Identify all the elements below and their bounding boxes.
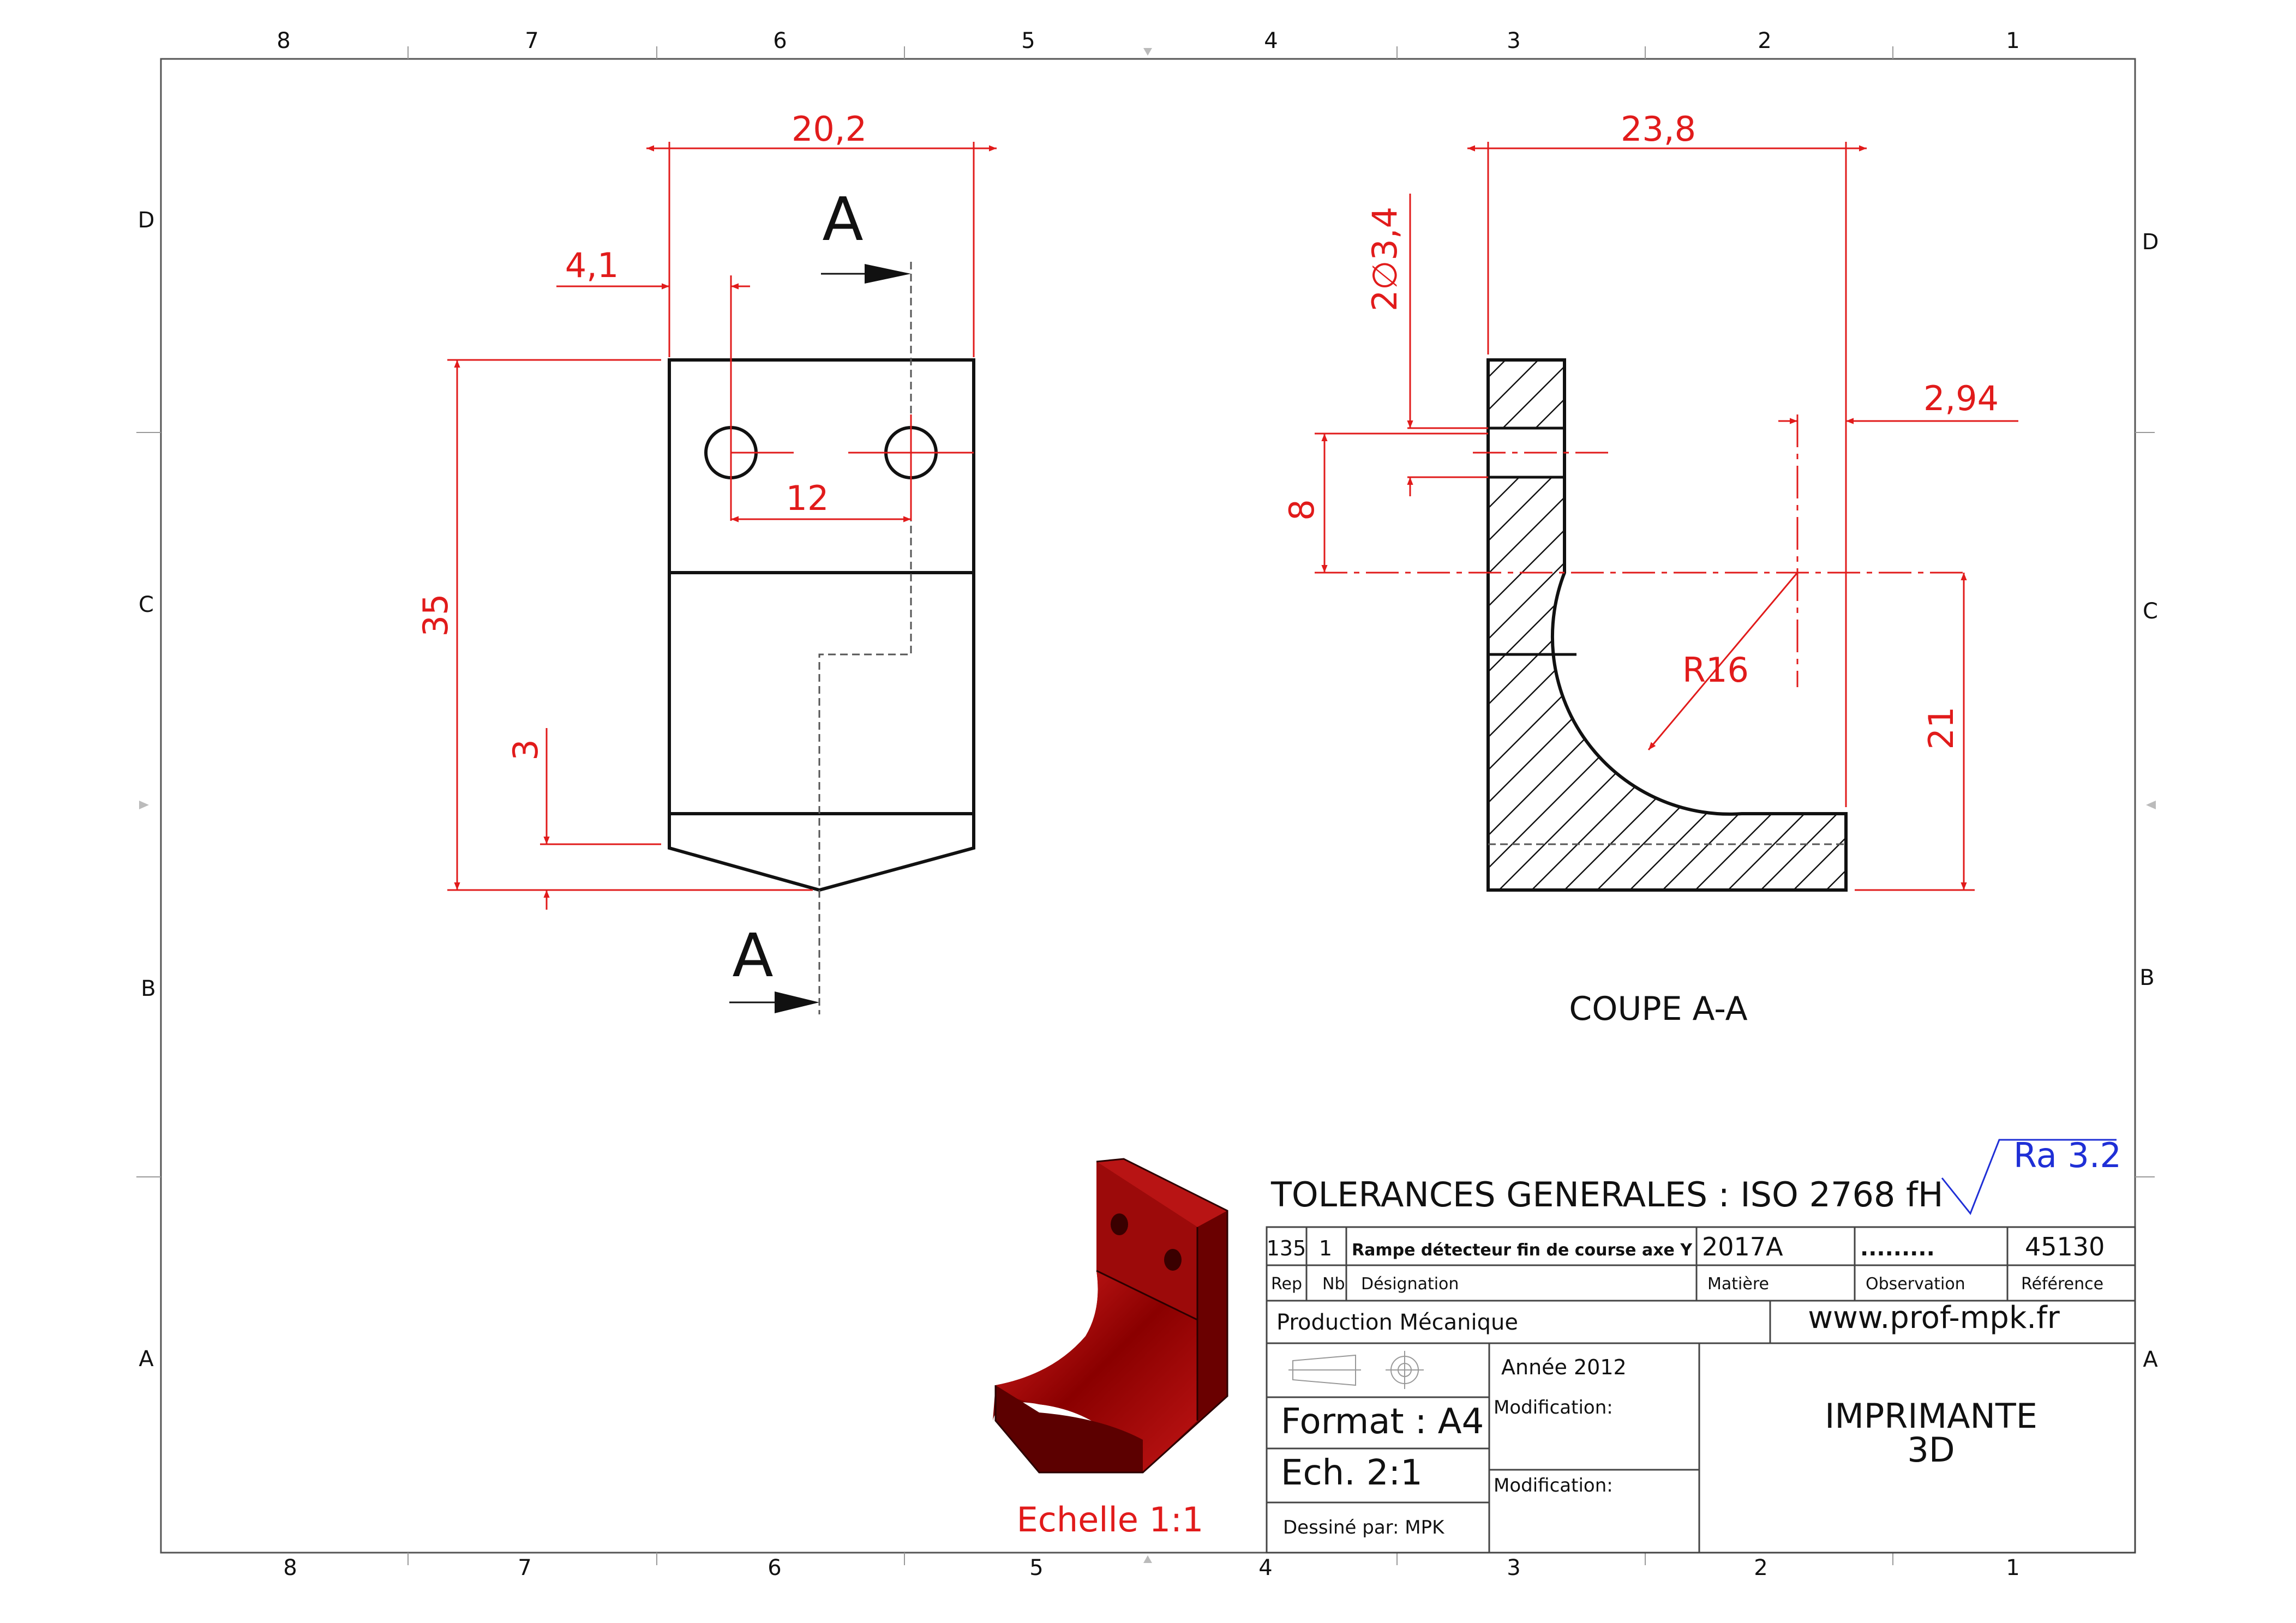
col-label-7: 7	[525, 28, 538, 53]
format-text: Format : A4	[1281, 1402, 1484, 1442]
section-view-dimensions: 23,8 2∅3,4 8 2,94 R16 21	[1282, 109, 2018, 891]
dim-hole-spacing-12: 12	[786, 478, 829, 518]
header-matiere: Matière	[1707, 1275, 1769, 1294]
col-label-2-bottom: 2	[1754, 1555, 1767, 1580]
col-label-2: 2	[1758, 28, 1771, 53]
dim-width-20-2: 20,2	[792, 109, 867, 149]
col-label-3: 3	[1507, 28, 1520, 53]
surface-finish-value: Ra 3.2	[2013, 1135, 2121, 1175]
col-label-8: 8	[277, 28, 290, 53]
border-column-labels: 8 7 6 5 4 3 2 1 8 7 6 5 4 3 2 1	[277, 28, 2019, 1580]
col-label-6: 6	[773, 28, 787, 53]
website-url: www.prof-mpk.fr	[1808, 1300, 2060, 1336]
tolerances-text: TOLERANCES GENERALES : ISO 2768 fH	[1270, 1175, 1944, 1215]
section-view: 23,8 2∅3,4 8 2,94 R16 21 COUPE A-A	[1282, 109, 2018, 1028]
row-label-d-right: D	[2142, 230, 2159, 255]
section-view-title: COUPE A-A	[1569, 990, 1747, 1028]
row-label-b: B	[141, 976, 155, 1001]
scale-text: Ech. 2:1	[1281, 1453, 1423, 1493]
company-name: Production Mécanique	[1276, 1310, 1518, 1335]
col-label-8-bottom: 8	[283, 1555, 297, 1580]
header-observation: Observation	[1866, 1275, 1965, 1294]
dim-offset-2-94: 2,94	[1923, 378, 1999, 418]
dim-holes-2x3-4: 2∅3,4	[1365, 207, 1405, 311]
border-row-labels: D C B A D C B A	[138, 208, 2159, 1372]
row-label-d: D	[138, 208, 155, 233]
reference-value: 45130	[2025, 1232, 2105, 1261]
section-arrow-top: A	[821, 184, 911, 284]
rep-value: 135	[1267, 1236, 1306, 1260]
dim-height-35: 35	[416, 594, 455, 637]
col-label-3-bottom: 3	[1507, 1555, 1520, 1580]
section-arrow-bottom: A	[729, 921, 819, 1013]
col-label-7-bottom: 7	[518, 1555, 531, 1580]
projection-symbol-icon	[1288, 1351, 1424, 1389]
header-rep: Rep	[1271, 1275, 1302, 1294]
header-reference: Référence	[2021, 1275, 2103, 1294]
row-label-a: A	[139, 1347, 154, 1372]
front-view: A A 20,2 4,1 12 35	[416, 109, 997, 1014]
section-letter-bottom: A	[732, 921, 773, 990]
col-label-5: 5	[1021, 28, 1035, 53]
header-designation: Désignation	[1361, 1275, 1459, 1294]
dim-radius-r16: R16	[1682, 650, 1749, 690]
iso-scale-label: Echelle 1:1	[1017, 1500, 1204, 1540]
project-name-line1: IMPRIMANTE	[1825, 1396, 2037, 1436]
modification-1: Modification:	[1494, 1397, 1613, 1418]
dim-chamfer-3: 3	[506, 739, 545, 760]
project-name-line2: 3D	[1907, 1430, 1955, 1470]
row-label-c-right: C	[2143, 599, 2158, 624]
title-block: TOLERANCES GENERALES : ISO 2768 fH	[1266, 1175, 2136, 1554]
sheet-frame	[136, 46, 2156, 1565]
col-label-4: 4	[1264, 28, 1278, 53]
col-label-1: 1	[2006, 28, 2019, 53]
col-label-5-bottom: 5	[1029, 1555, 1043, 1580]
header-nb: Nb	[1322, 1275, 1345, 1294]
col-label-4-bottom: 4	[1258, 1555, 1272, 1580]
front-view-dimensions: 20,2 4,1 12 35 3	[416, 109, 997, 910]
year-text: Année 2012	[1501, 1355, 1627, 1379]
dim-hole-position-8: 8	[1282, 499, 1322, 520]
row-label-b-right: B	[2139, 965, 2154, 990]
col-label-1-bottom: 1	[2006, 1555, 2019, 1580]
dim-width-23-8: 23,8	[1621, 109, 1696, 149]
dim-hole-offset-4-1: 4,1	[565, 245, 619, 285]
row-label-c: C	[139, 592, 154, 617]
col-label-6-bottom: 6	[768, 1555, 781, 1580]
iso-3d-view: Echelle 1:1	[993, 1158, 1228, 1540]
row-label-a-right: A	[2143, 1347, 2158, 1372]
nb-value: 1	[1319, 1236, 1332, 1260]
section-letter-top: A	[822, 184, 863, 254]
observation-value: .........	[1860, 1236, 1935, 1261]
designation-value: Rampe détecteur fin de course axe Y	[1352, 1241, 1693, 1260]
modification-2: Modification:	[1494, 1475, 1613, 1496]
dim-height-21: 21	[1921, 707, 1961, 750]
drawn-by-text: Dessiné par: MPK	[1283, 1517, 1445, 1538]
surface-finish-symbol: Ra 3.2	[1941, 1135, 2121, 1215]
matiere-value: 2017A	[1702, 1232, 1783, 1261]
